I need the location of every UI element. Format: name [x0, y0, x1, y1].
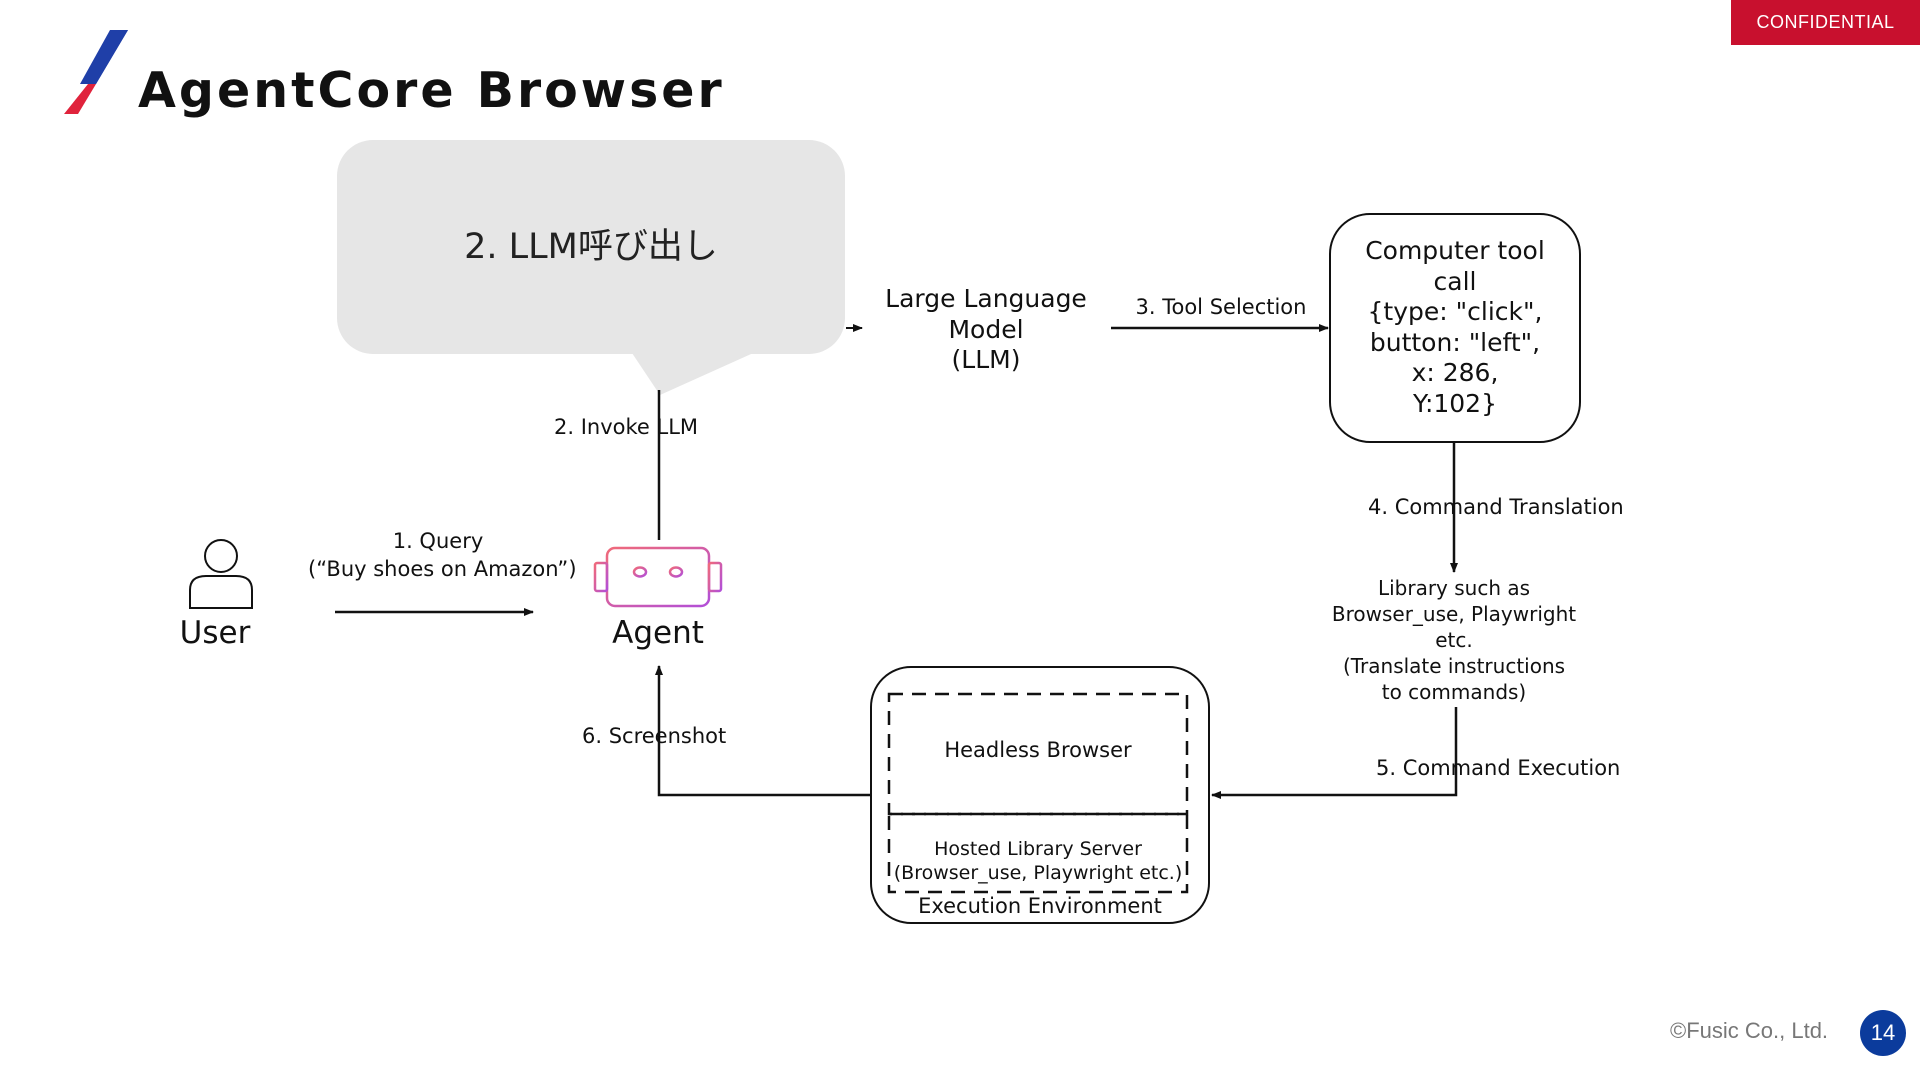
headless-browser-box: [887, 692, 1189, 816]
headless-browser-label: Headless Browser: [944, 738, 1132, 762]
copyright-text: ©Fusic Co., Ltd.: [1670, 1018, 1829, 1043]
invoke-llm-label: 2. Invoke LLM: [554, 415, 699, 439]
tool-call-text: Computer tool call {type: "click", butto…: [1330, 236, 1580, 419]
tool-selection-label: 3. Tool Selection: [1135, 295, 1307, 319]
llm-node: Large Language Model (LLM): [880, 284, 1092, 376]
llm-line-2: Model: [948, 314, 1024, 344]
tool-call-line-6: Y:102}: [1413, 388, 1497, 418]
library-line-3: etc.: [1435, 628, 1473, 652]
agent-robot-icon: [593, 546, 723, 608]
query-line-1: 1. Query: [392, 529, 484, 553]
invoke-llm-callout: [337, 140, 845, 395]
hosted-server-box: [887, 812, 1189, 894]
llm-line-3: (LLM): [951, 345, 1021, 374]
hosted-server-line-2: (Browser_use, Playwright etc.): [893, 862, 1183, 884]
brand-slash-logo: [64, 30, 128, 114]
page-title: AgentCore Browser: [138, 62, 725, 119]
user-label: User: [179, 615, 251, 651]
library-line-5: to commands): [1381, 680, 1527, 704]
tool-call-line-4: button: "left",: [1369, 327, 1541, 357]
query-line-2: (“Buy shoes on Amazon”): [308, 557, 577, 581]
library-line-2: Browser_use, Playwright: [1331, 602, 1577, 626]
hosted-server-line-1: Hosted Library Server: [934, 838, 1142, 860]
library-line-4: (Translate instructions: [1342, 654, 1566, 678]
user-icon: [189, 539, 253, 609]
library-line-1: Library such as: [1377, 576, 1531, 600]
agent-label: Agent: [612, 615, 704, 651]
screenshot-label: 6. Screenshot: [582, 724, 727, 748]
callout-text: 2. LLM呼び出し: [464, 227, 718, 267]
translation-label: 4. Command Translation: [1368, 495, 1624, 519]
llm-line-1: Large Language: [885, 284, 1087, 313]
execution-env-label: Execution Environment: [918, 894, 1162, 918]
tool-call-line-2: call: [1433, 266, 1477, 296]
tool-call-line-5: x: 286,: [1411, 358, 1499, 387]
screenshot-arrow: [655, 665, 871, 797]
page-number: 14: [1860, 1010, 1906, 1056]
tool-call-line-3: {type: "click",: [1367, 297, 1543, 326]
execution-arrow: [1211, 707, 1458, 799]
confidential-badge: CONFIDENTIAL: [1731, 0, 1920, 45]
tool-call-line-1: Computer tool: [1365, 236, 1545, 265]
hosted-server-label: Hosted Library Server (Browser_use, Play…: [889, 837, 1187, 885]
execution-label: 5. Command Execution: [1376, 756, 1621, 780]
query-label: 1. Query (“Buy shoes on Amazon”): [308, 527, 577, 583]
library-node: Library such as Browser_use, Playwright …: [1314, 575, 1594, 705]
